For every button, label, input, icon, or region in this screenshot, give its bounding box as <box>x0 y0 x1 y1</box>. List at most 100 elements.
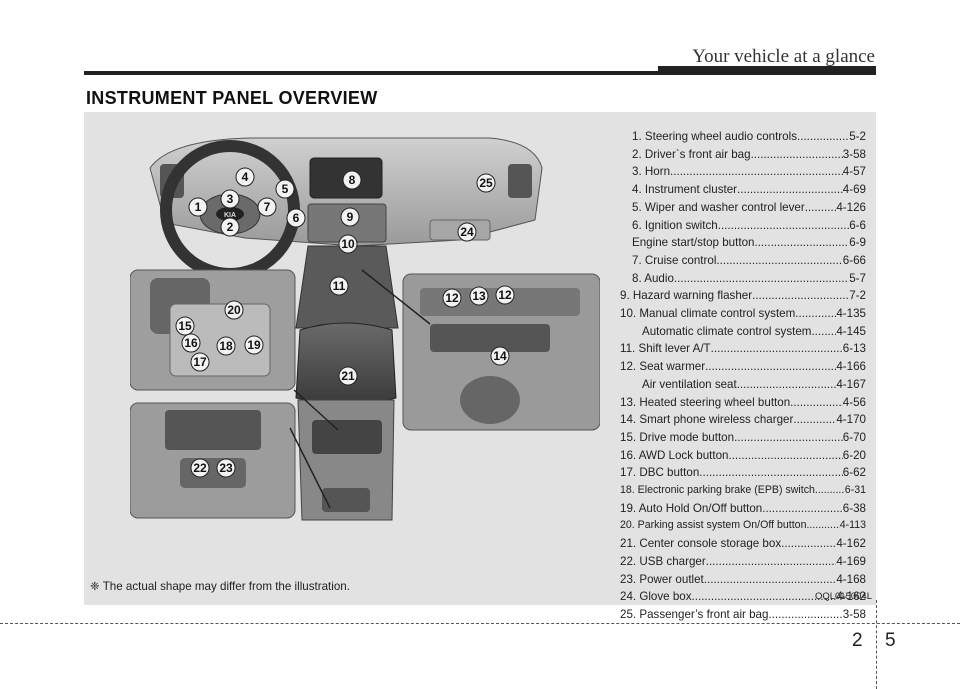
legend-label: 22. USB charger <box>620 554 706 568</box>
legend-page: 7-2 <box>849 289 866 303</box>
legend-item: 9. Hazard warning flasher 7-2 <box>620 287 866 305</box>
legend-leader-dots <box>781 535 836 553</box>
callout-marker <box>220 189 240 209</box>
legend-page: 6-66 <box>842 253 866 267</box>
legend-leader-dots <box>737 181 843 199</box>
legend-label: 6. Ignition switch <box>632 218 718 232</box>
header-tab <box>658 66 876 75</box>
legend-page: 4-126 <box>836 200 866 214</box>
legend-leader-dots <box>751 146 843 164</box>
kia-logo-text: KIA <box>224 212 236 219</box>
callout-marker <box>342 170 362 190</box>
legend-label: 20. Parking assist system On/Off button <box>620 519 807 532</box>
legend-item: 13. Heated steering wheel button 4-56 <box>620 394 866 412</box>
legend-page: 5-2 <box>849 130 866 143</box>
legend-item: 6. Ignition switch 6-6 <box>620 217 866 235</box>
callout-marker <box>188 197 208 217</box>
legend-leader-dots <box>811 323 836 341</box>
legend-leader-dots <box>718 217 850 235</box>
callout-marker <box>442 288 462 308</box>
legend-item: 12. Seat warmer 4-166 <box>620 358 866 376</box>
legend-item: 7. Cruise control 6-66 <box>620 252 866 270</box>
callout-marker <box>190 352 210 372</box>
legend-label: 17. DBC button <box>620 466 700 480</box>
legend-leader-dots <box>670 163 843 181</box>
legend-page: 4-166 <box>836 360 866 374</box>
legend-leader-dots <box>699 464 843 482</box>
callout-number: 20 <box>227 303 241 317</box>
callout-marker <box>469 286 489 306</box>
legend-label: 2. Driver`s front air bag <box>632 147 751 161</box>
callout-number: 22 <box>193 461 207 475</box>
page-chapter: 2 <box>852 630 863 651</box>
legend-page: 4-169 <box>836 554 866 568</box>
legend-page: 6-31 <box>844 484 866 497</box>
header-title: Your vehicle at a glance <box>692 46 875 67</box>
legend-leader-dots <box>795 305 836 323</box>
callout-number: 2 <box>227 220 234 234</box>
footer-rule <box>0 623 960 624</box>
figure-code: OQL015004L <box>814 591 872 602</box>
legend-leader-dots <box>815 482 845 500</box>
legend-leader-dots <box>711 340 843 358</box>
legend-leader-dots <box>762 500 843 518</box>
callout-number: 23 <box>219 461 233 475</box>
legend-page: 4-57 <box>842 165 866 179</box>
legend-page: 4-56 <box>842 395 866 409</box>
legend-item: 25. Passenger’s front air bag 3-58 <box>620 606 866 624</box>
legend-leader-dots <box>790 394 843 412</box>
legend-leader-dots <box>734 429 843 447</box>
callout-number: 19 <box>247 338 261 352</box>
legend-item: 15. Drive mode button 6-70 <box>620 429 866 447</box>
callout-number: 12 <box>445 291 459 305</box>
legend-page: 4-113 <box>839 519 866 532</box>
legend-leader-dots <box>752 287 849 305</box>
legend-leader-dots <box>797 128 849 146</box>
legend-item: 10. Manual climate control system 4-135 <box>620 305 866 323</box>
legend-page: 5-7 <box>849 271 866 285</box>
callout-number: 12 <box>498 288 512 302</box>
callout-marker <box>216 336 236 356</box>
callout-number: 16 <box>184 336 198 350</box>
legend-leader-dots <box>737 376 837 394</box>
legend-leader-dots <box>704 571 837 589</box>
legend-item: 21. Center console storage box 4-162 <box>620 535 866 553</box>
callout-number: 24 <box>460 225 474 239</box>
callout-number: 10 <box>341 237 355 251</box>
legend-label: 23. Power outlet <box>620 572 704 586</box>
header-rule <box>84 71 876 75</box>
callout-marker <box>181 333 201 353</box>
rear-vents <box>312 420 382 454</box>
inset-shift-lever <box>460 376 520 424</box>
page-number: 5 <box>885 630 896 651</box>
callout-number: 1 <box>195 200 202 214</box>
armrest <box>295 322 397 405</box>
legend-label: 12. Seat warmer <box>620 360 706 374</box>
legend-label: 14. Smart phone wireless charger <box>620 413 794 427</box>
legend-page: 4-69 <box>842 183 866 197</box>
legend-item: 8. Audio 5-7 <box>620 270 866 288</box>
legend-page: 6-70 <box>842 430 866 444</box>
legend-item: Engine start/stop button 6-9 <box>620 234 866 252</box>
callout-marker <box>476 173 496 193</box>
callout-marker <box>338 234 358 254</box>
legend-item: 20. Parking assist system On/Off button … <box>620 517 866 535</box>
illustration-note: ❈ The actual shape may differ from the i… <box>90 580 350 593</box>
legend-label: 3. Horn <box>632 165 671 179</box>
callout-marker <box>286 208 306 228</box>
leader-line <box>289 427 331 509</box>
leader-line <box>361 269 431 325</box>
legend-label: Air ventilation seat <box>642 377 737 391</box>
callout-number: 14 <box>493 349 507 363</box>
legend-label: 5. Wiper and washer control lever <box>632 200 805 214</box>
legend-label: Engine start/stop button <box>632 236 755 250</box>
section-title: INSTRUMENT PANEL OVERVIEW <box>86 88 378 108</box>
callout-marker <box>329 276 349 296</box>
callout-marker <box>235 167 255 187</box>
legend-label: 16. AWD Lock button <box>620 448 729 462</box>
legend-page: 4-168 <box>836 572 866 586</box>
legend-label: 4. Instrument cluster <box>632 183 738 197</box>
footer-divider <box>876 600 877 689</box>
inset-charger-pad <box>430 324 550 352</box>
